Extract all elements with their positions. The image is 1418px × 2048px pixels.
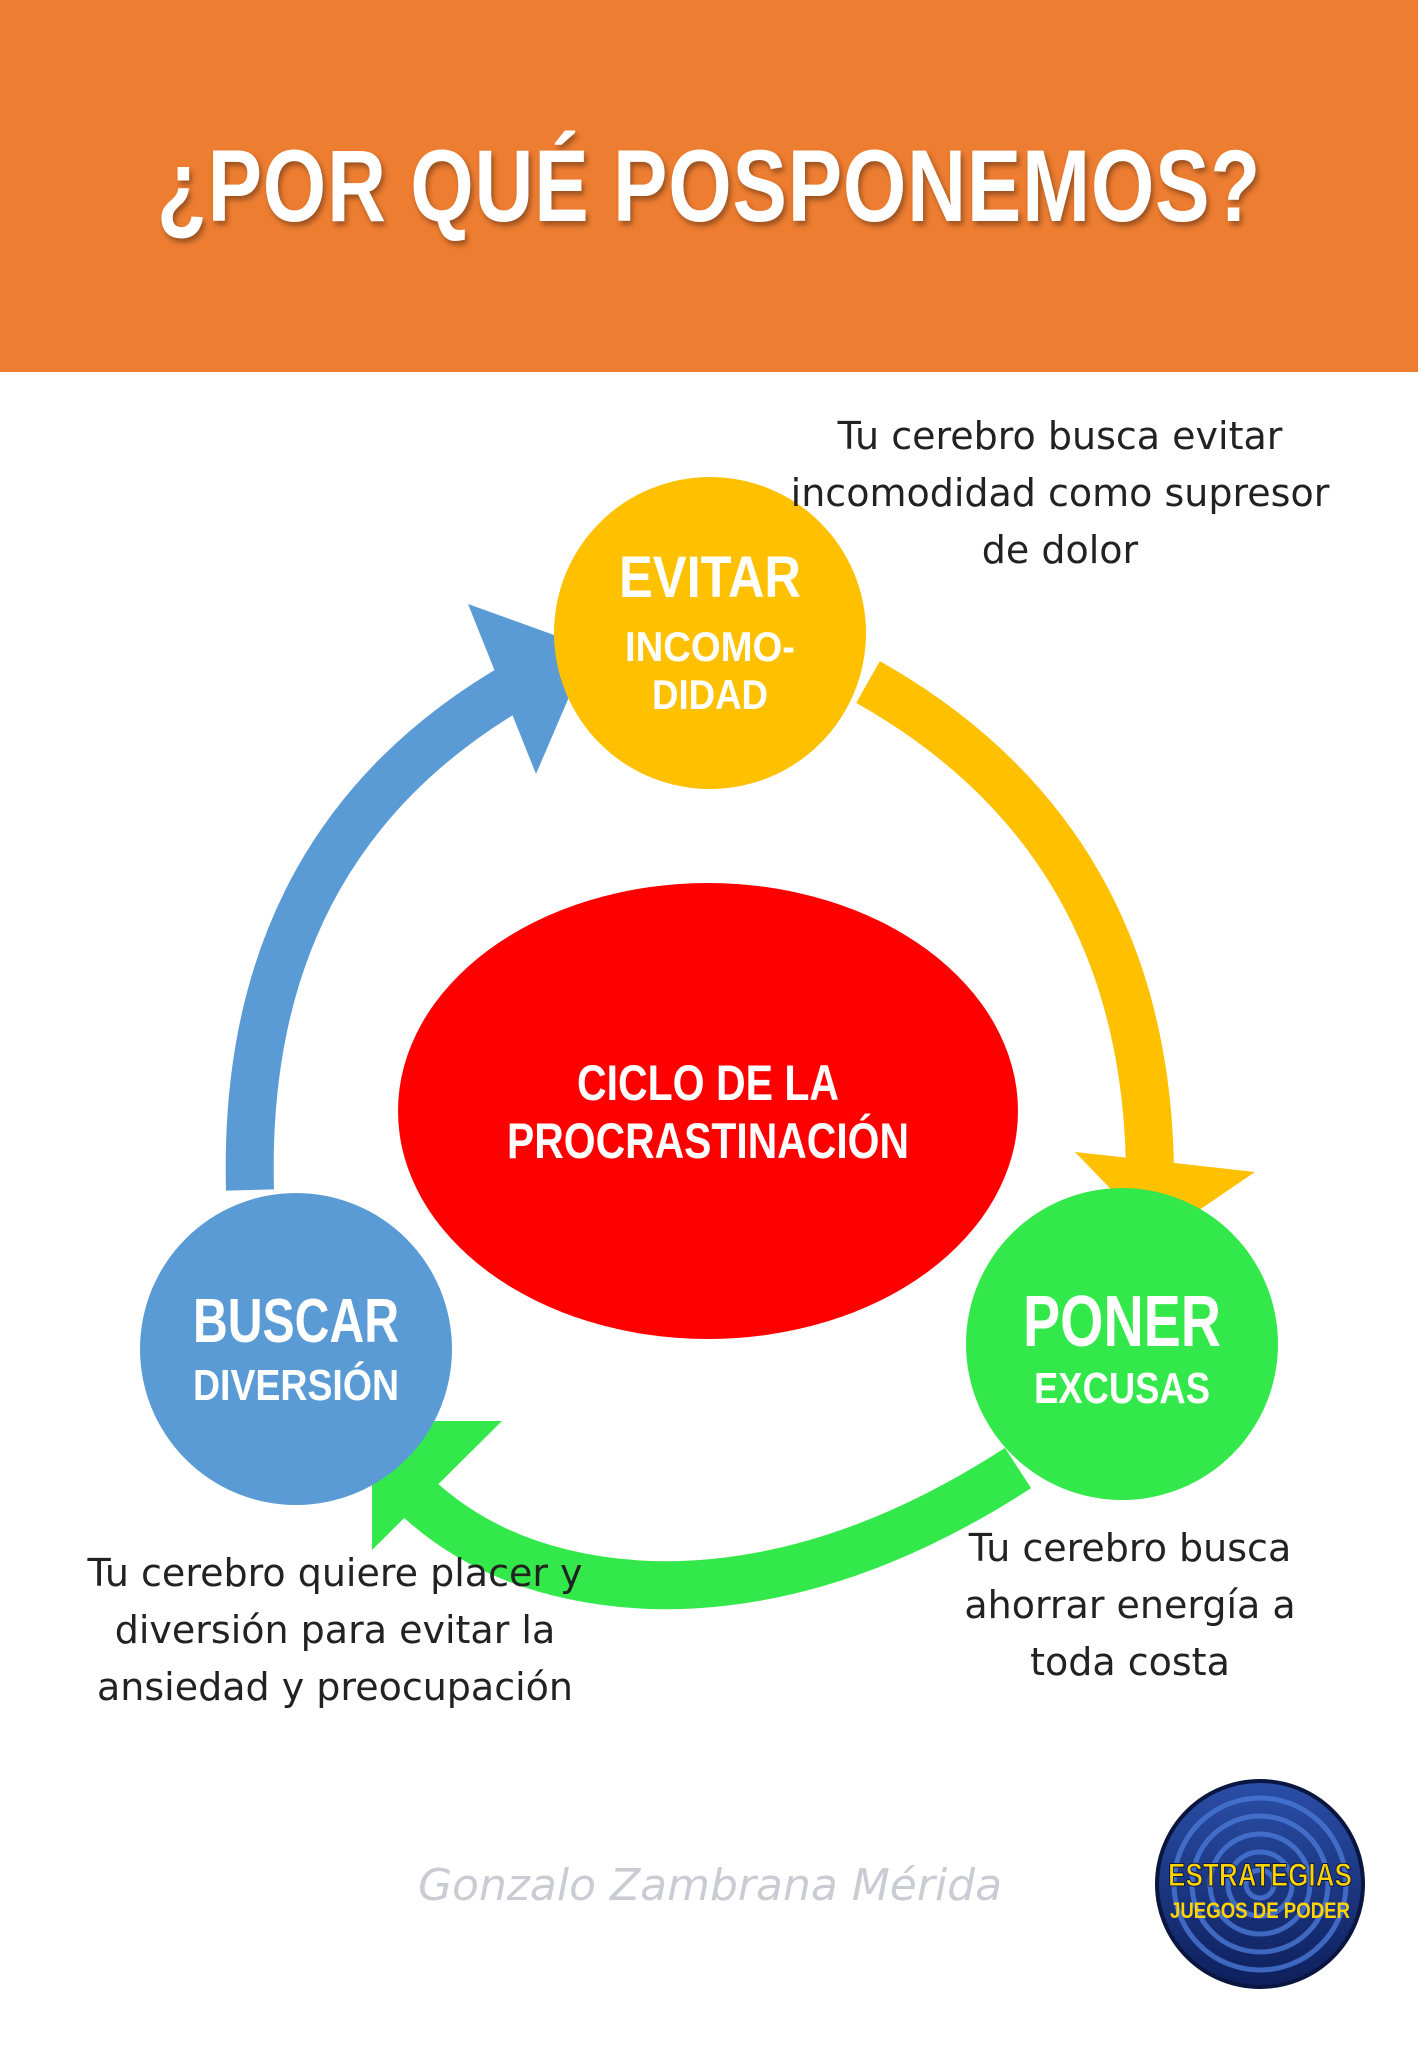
node-evitar-sub2: DIDAD <box>652 671 768 718</box>
center-ellipse <box>398 883 1018 1339</box>
logo-line2: JUEGOS DE PODER <box>1170 1898 1350 1923</box>
page-title: ¿POR QUÉ POSPONEMOS? <box>156 129 1262 243</box>
node-buscar-sub1: DIVERSIÓN <box>193 1360 399 1410</box>
author-signature: Gonzalo Zambrana Mérida <box>417 1860 1003 1911</box>
description-poner: Tu cerebro busca ahorrar energía a toda … <box>964 1526 1296 1684</box>
node-evitar-sub1: INCOMO- <box>625 623 795 670</box>
node-poner <box>966 1188 1278 1500</box>
description-evitar: Tu cerebro busca evitar incomodidad como… <box>790 414 1330 572</box>
estrategias-logo: ESTRATEGIAS JUEGOS DE PODER <box>1155 1779 1365 1989</box>
node-buscar <box>140 1193 452 1505</box>
arrow-evitar-to-poner <box>856 661 1174 1176</box>
header-banner <box>0 0 1418 372</box>
node-poner-title: PONER <box>1023 1282 1221 1362</box>
node-evitar <box>554 477 866 789</box>
node-poner-sub1: EXCUSAS <box>1034 1364 1210 1413</box>
node-buscar-title: BUSCAR <box>193 1287 399 1356</box>
description-buscar: Tu cerebro quiere placer y diversión par… <box>87 1551 583 1709</box>
logo-line1: ESTRATEGIAS <box>1168 1857 1352 1893</box>
node-evitar-title: EVITAR <box>619 545 801 610</box>
center-label-line2: PROCRASTINACIÓN <box>507 1113 909 1169</box>
arrow-poner-to-buscar <box>382 1447 1032 1610</box>
arrow-buscar-to-evitar <box>225 650 552 1191</box>
center-label-line1: CICLO DE LA <box>577 1055 839 1111</box>
